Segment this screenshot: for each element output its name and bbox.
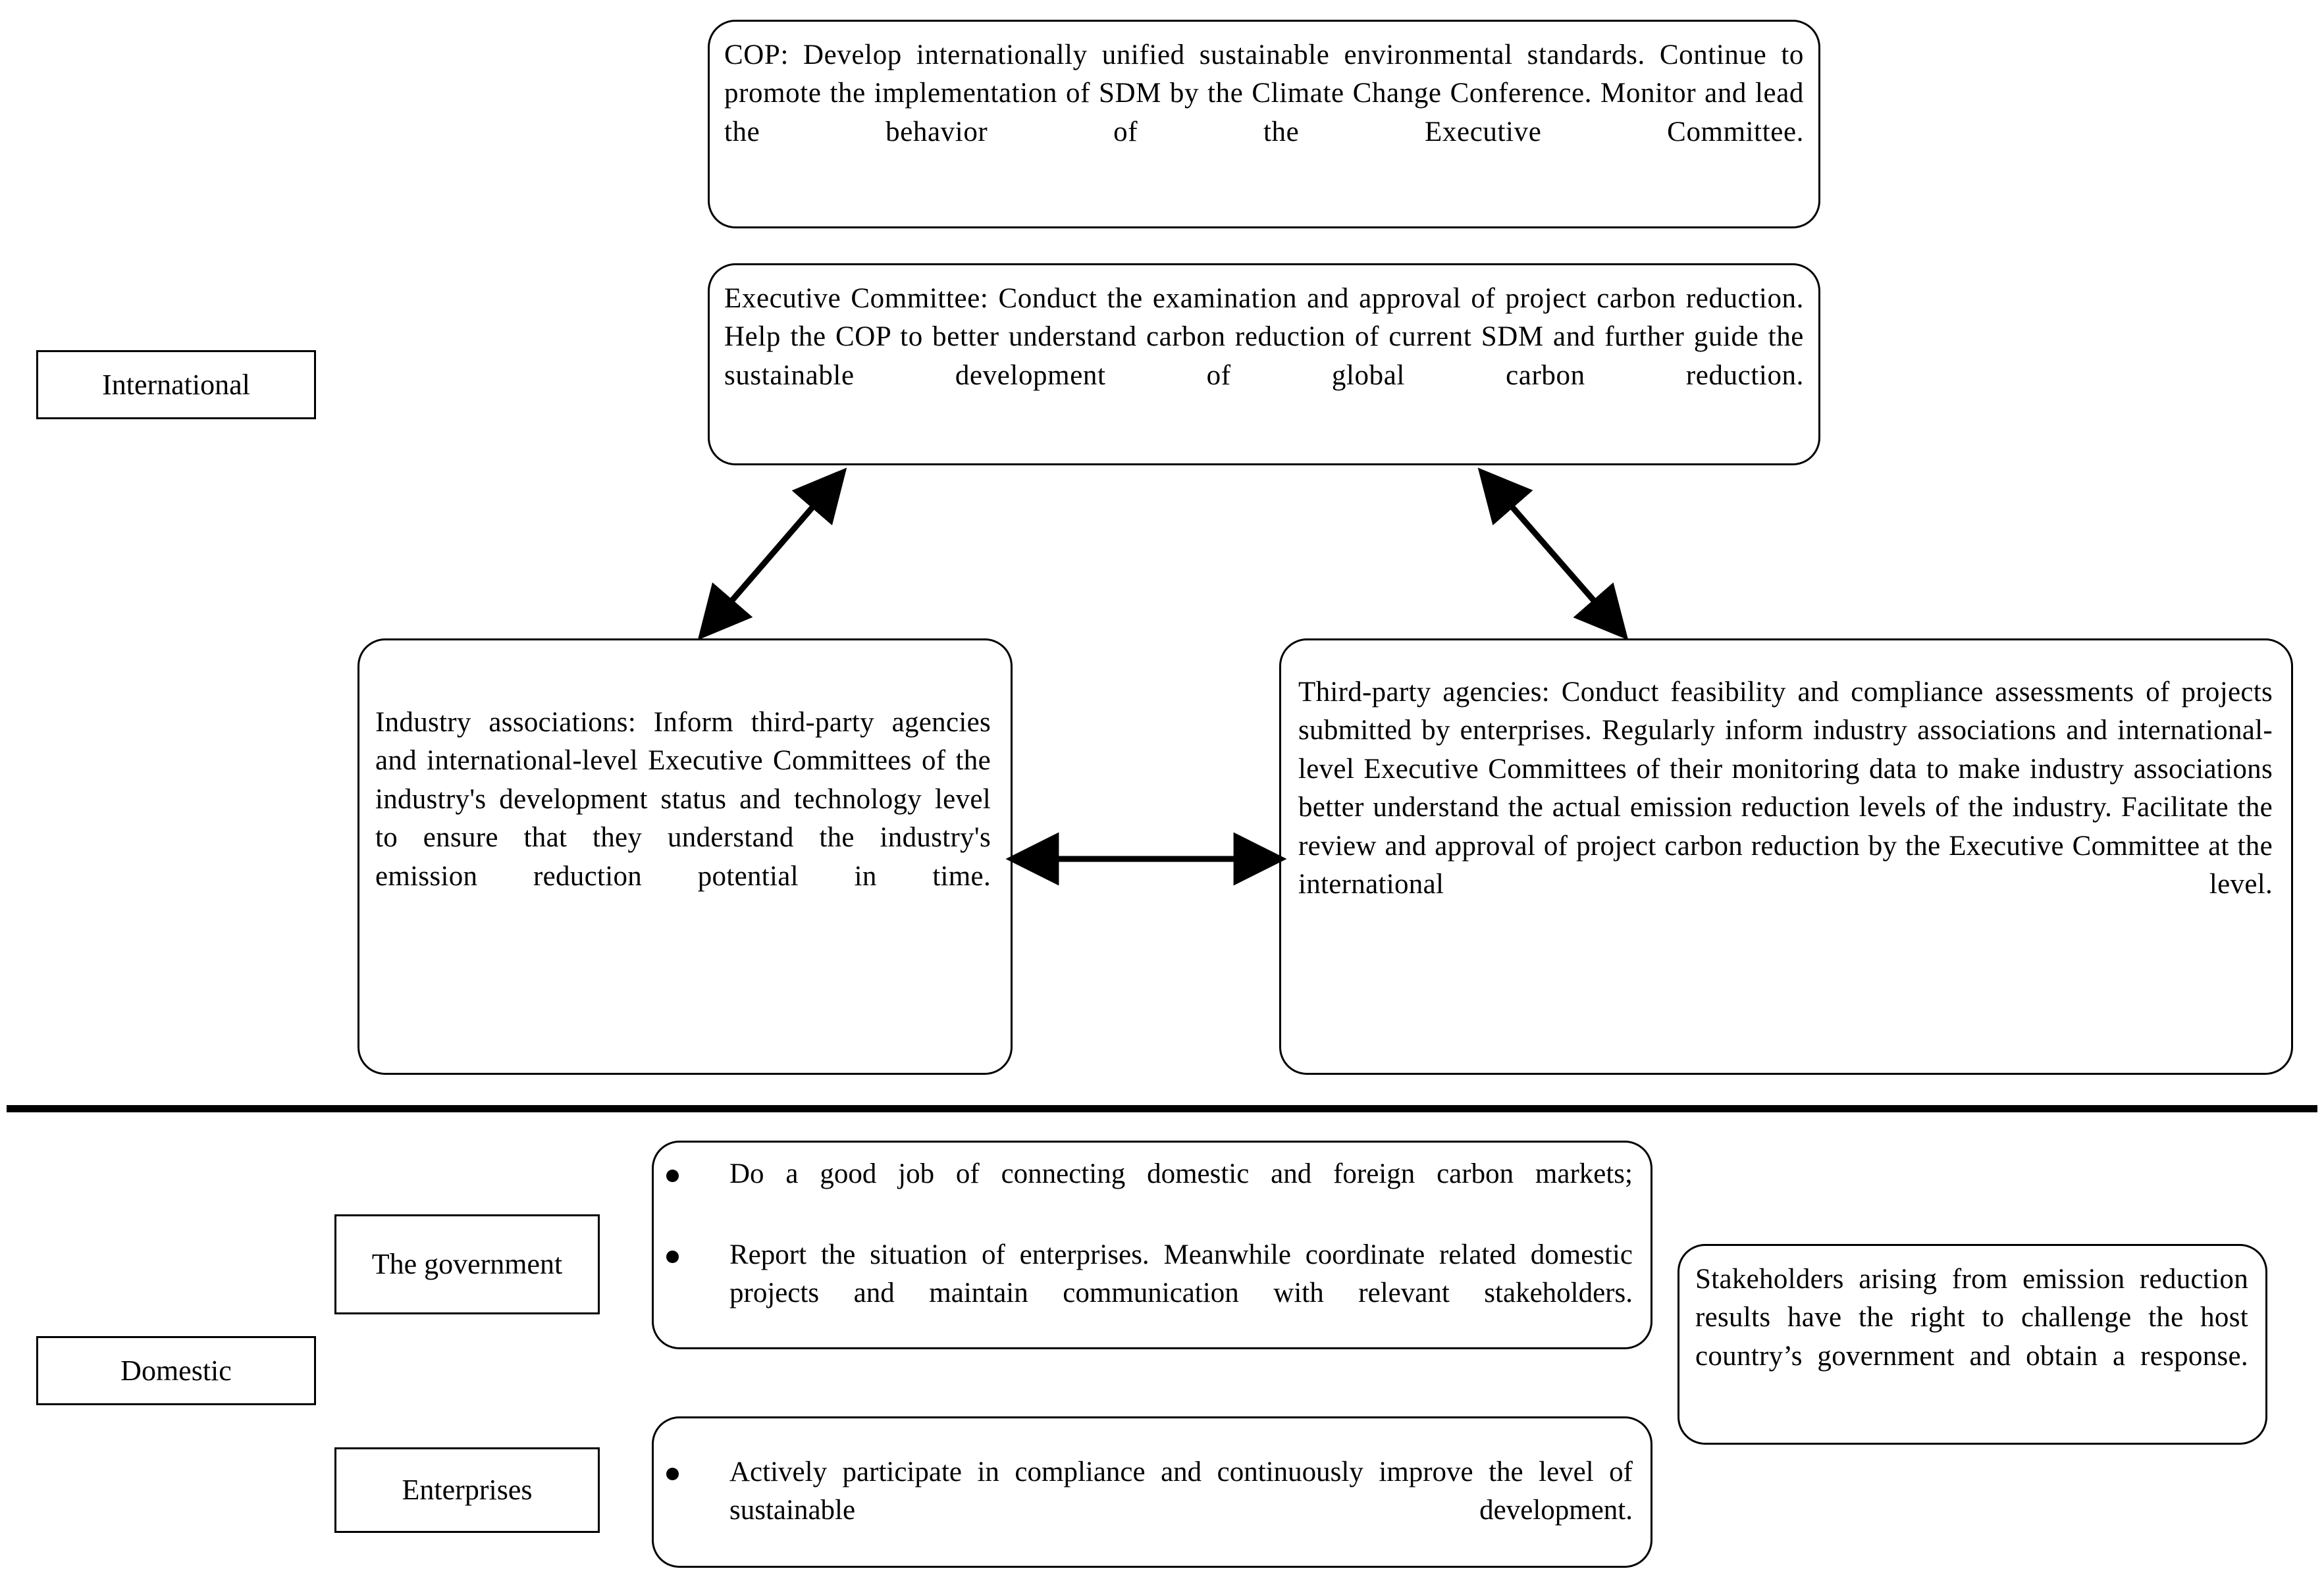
enterprises-responsibilities-box [652,1416,1652,1568]
industry-associations-box-text: Industry associations: Inform third-part… [375,707,991,892]
government-responsibilities-box [652,1141,1652,1349]
enterprises-label-text: Enterprises [402,1474,533,1507]
government-label-box: The government [334,1214,600,1314]
stakeholders-box: Stakeholders arising from emission reduc… [1677,1244,2267,1445]
list-item: Actively participate in compliance and c… [652,1453,1633,1568]
executive-committee-box: Executive Committee: Conduct the examina… [708,263,1820,465]
government-bullet-list: Do a good job of connecting domestic and… [652,1155,1633,1355]
executive-committee-box-text: Executive Committee: Conduct the examina… [724,283,1804,391]
level-label-domestic: Domestic [36,1336,316,1405]
level-divider [7,1105,2317,1112]
level-label-international-text: International [102,368,250,401]
stakeholders-box-text: Stakeholders arising from emission reduc… [1695,1264,2248,1372]
third-party-agencies-box: Third-party agencies: Conduct feasibilit… [1279,638,2293,1075]
enterprises-label-box: Enterprises [334,1447,600,1533]
cop-box-text: COP: Develop internationally unified sus… [724,39,1804,147]
industry-associations-box: Industry associations: Inform third-part… [357,638,1013,1075]
level-label-domestic-text: Domestic [120,1354,232,1387]
enterprises-bullet-list: Actively participate in compliance and c… [652,1453,1633,1572]
list-item: Report the situation of enterprises. Mea… [652,1236,1633,1351]
government-label-text: The government [371,1248,563,1281]
arrow-third-party-to-executive-committee [1477,467,1629,640]
cop-box: COP: Develop internationally unified sus… [708,20,1820,228]
arrow-industry-to-executive-committee [697,467,847,640]
level-label-international: International [36,350,316,419]
list-item: Do a good job of connecting domestic and… [652,1155,1633,1232]
third-party-agencies-box-text: Third-party agencies: Conduct feasibilit… [1298,677,2273,900]
